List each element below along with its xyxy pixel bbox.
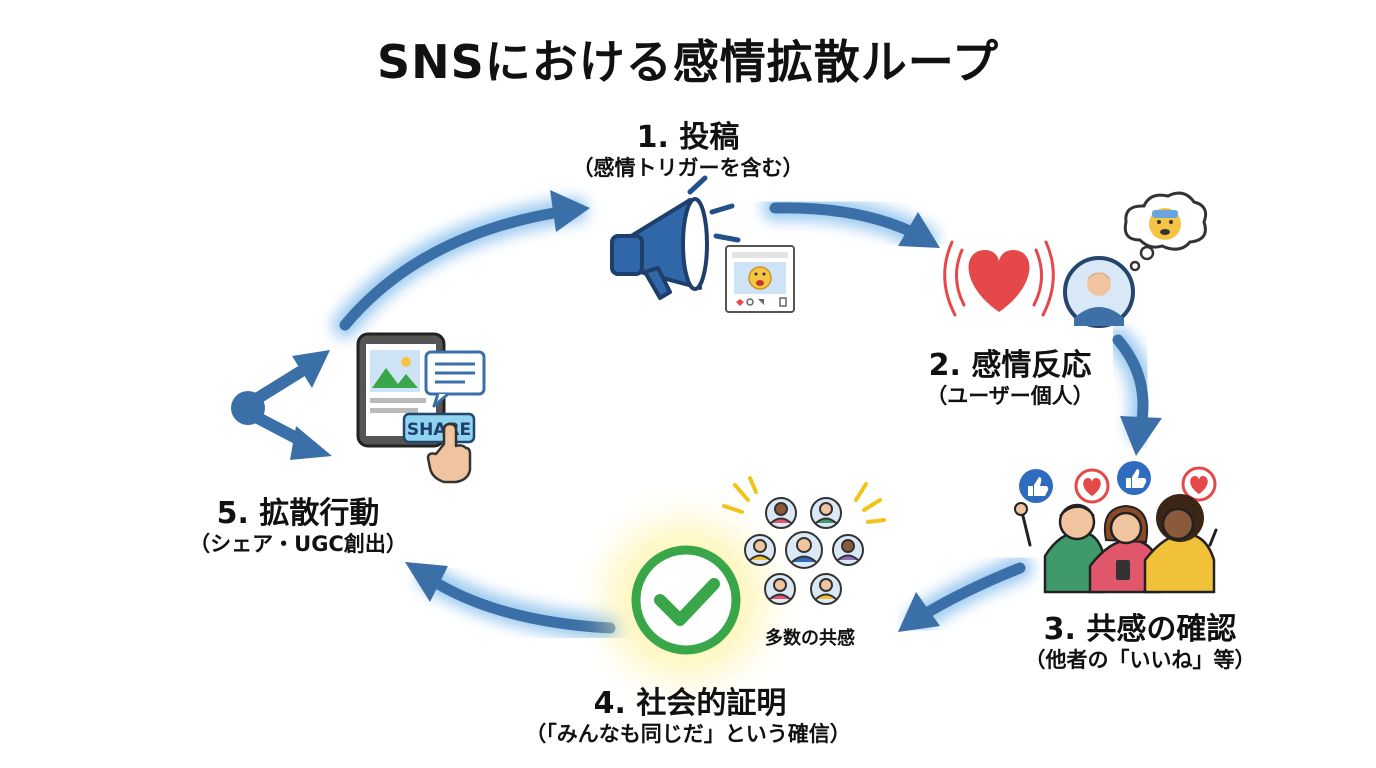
heart-icon — [943, 240, 1055, 317]
step-3-label: 3. 共感の確認 — [1043, 612, 1237, 647]
arrow-empathy-to-proof — [898, 555, 1033, 633]
megaphone-icon — [610, 175, 741, 300]
check-icon — [631, 545, 741, 655]
thought-bubble-icon — [1123, 191, 1208, 272]
post-card-icon — [725, 245, 795, 313]
person-icon — [1063, 256, 1135, 328]
step-4-label: 4. 社会的証明 — [593, 686, 787, 721]
step-3-sub: （他者の「いいね」等） — [1024, 648, 1256, 672]
share-network-icon — [231, 350, 332, 460]
hand-pointer-icon — [426, 422, 472, 484]
step-1-label: 1. 投稿 — [636, 120, 740, 155]
sparkle-lines — [722, 476, 886, 524]
crowd-icon — [1014, 494, 1218, 594]
step-2-sub: （ユーザー個人） — [926, 384, 1094, 408]
share-button-label: SHARE — [407, 420, 471, 440]
cycle-arrows — [332, 190, 1162, 641]
reaction-badges — [1019, 461, 1217, 504]
people-cluster-icon — [744, 497, 864, 605]
share-button[interactable]: SHARE — [402, 412, 476, 444]
arrow-share-to-post — [332, 190, 590, 338]
arrow-reaction-to-empathy — [1105, 327, 1162, 456]
step-4-extra: 多数の共感 — [765, 628, 855, 649]
step-4-sub: （「みんなも同じだ」という確信） — [525, 722, 851, 746]
arrow-post-to-reaction — [762, 194, 940, 251]
chat-bubble-icon — [424, 350, 486, 408]
arrow-proof-to-share — [405, 562, 623, 641]
step-5-label: 5. 拡散行動 — [216, 496, 380, 531]
page-title: SNSにおける感情拡散ループ — [377, 35, 999, 89]
step-2-label: 2. 感情反応 — [928, 348, 1092, 383]
step-5-sub: （シェア・UGC創出） — [189, 532, 407, 556]
step-1-sub: （感情トリガーを含む） — [572, 156, 804, 180]
